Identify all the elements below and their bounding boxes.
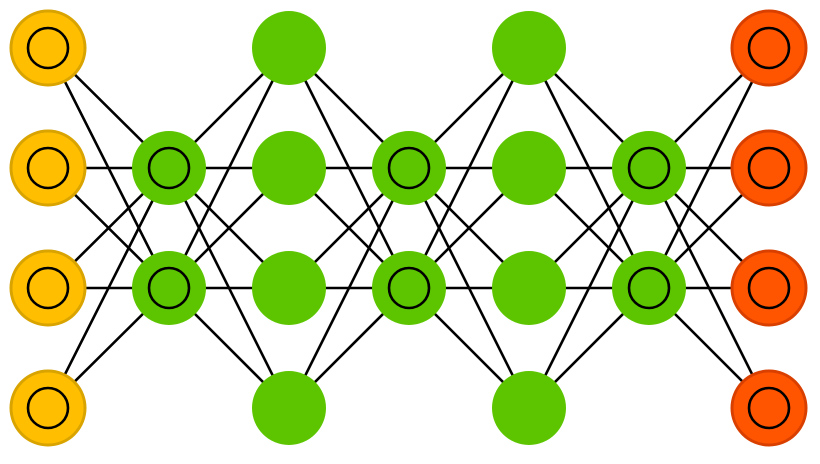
hidden-node-circle bbox=[492, 131, 566, 205]
node-inner-ring bbox=[747, 146, 791, 190]
hidden-node-circle bbox=[372, 131, 446, 205]
input-node-l0-n3 bbox=[9, 369, 87, 447]
hidden-node-l3-n0 bbox=[372, 131, 446, 205]
hidden-node-l2-n1 bbox=[252, 131, 326, 205]
edge-l3n1-l4n0 bbox=[407, 46, 531, 290]
hidden-node-l4-n0 bbox=[492, 11, 566, 85]
node-inner-ring bbox=[147, 266, 191, 310]
hidden-node-circle bbox=[612, 251, 686, 325]
hidden-node-l5-n0 bbox=[612, 131, 686, 205]
hidden-node-circle bbox=[132, 251, 206, 325]
hidden-node-circle bbox=[612, 131, 686, 205]
hidden-node-l1-n1 bbox=[132, 251, 206, 325]
hidden-node-l2-n3 bbox=[252, 371, 326, 445]
hidden-node-l1-n0 bbox=[132, 131, 206, 205]
input-node-l0-n0 bbox=[9, 9, 87, 87]
hidden-node-circle bbox=[252, 251, 326, 325]
node-inner-ring bbox=[26, 266, 70, 310]
hidden-node-circle bbox=[252, 371, 326, 445]
hidden-node-l2-n2 bbox=[252, 251, 326, 325]
input-node-l0-n1 bbox=[9, 129, 87, 207]
node-inner-ring bbox=[747, 26, 791, 70]
hidden-node-circle bbox=[492, 251, 566, 325]
input-node-l0-n2 bbox=[9, 249, 87, 327]
output-node-l6-n3 bbox=[730, 369, 808, 447]
input-node-circle bbox=[9, 249, 87, 327]
node-inner-ring bbox=[747, 386, 791, 430]
node-inner-ring bbox=[747, 266, 791, 310]
hidden-node-circle bbox=[492, 11, 566, 85]
network-nodes bbox=[9, 9, 808, 447]
node-inner-ring bbox=[26, 26, 70, 70]
output-node-circle bbox=[730, 9, 808, 87]
edge-l0n3-l1n0 bbox=[46, 166, 171, 410]
hidden-node-l4-n1 bbox=[492, 131, 566, 205]
hidden-node-circle bbox=[252, 131, 326, 205]
connection-lines bbox=[46, 46, 771, 410]
hidden-node-circle bbox=[372, 251, 446, 325]
node-inner-ring bbox=[387, 266, 431, 310]
node-inner-ring bbox=[627, 266, 671, 310]
output-node-l6-n1 bbox=[730, 129, 808, 207]
output-node-circle bbox=[730, 249, 808, 327]
hidden-node-circle bbox=[492, 371, 566, 445]
edge-l2n3-l3n0 bbox=[287, 166, 411, 410]
edge-l1n1-l2n0 bbox=[167, 46, 291, 290]
hidden-node-circle bbox=[132, 131, 206, 205]
edge-l5n1-l6n0 bbox=[647, 46, 771, 290]
node-inner-ring bbox=[387, 146, 431, 190]
hidden-node-l4-n2 bbox=[492, 251, 566, 325]
output-node-circle bbox=[730, 129, 808, 207]
node-inner-ring bbox=[627, 146, 671, 190]
input-node-circle bbox=[9, 129, 87, 207]
hidden-node-l5-n1 bbox=[612, 251, 686, 325]
node-inner-ring bbox=[26, 146, 70, 190]
input-node-circle bbox=[9, 369, 87, 447]
output-node-l6-n2 bbox=[730, 249, 808, 327]
input-node-circle bbox=[9, 9, 87, 87]
hidden-node-l4-n3 bbox=[492, 371, 566, 445]
node-inner-ring bbox=[147, 146, 191, 190]
node-inner-ring bbox=[26, 386, 70, 430]
edge-l4n3-l5n0 bbox=[527, 166, 651, 410]
hidden-node-l2-n0 bbox=[252, 11, 326, 85]
output-node-circle bbox=[730, 369, 808, 447]
output-node-l6-n0 bbox=[730, 9, 808, 87]
hidden-node-l3-n1 bbox=[372, 251, 446, 325]
hidden-node-circle bbox=[252, 11, 326, 85]
